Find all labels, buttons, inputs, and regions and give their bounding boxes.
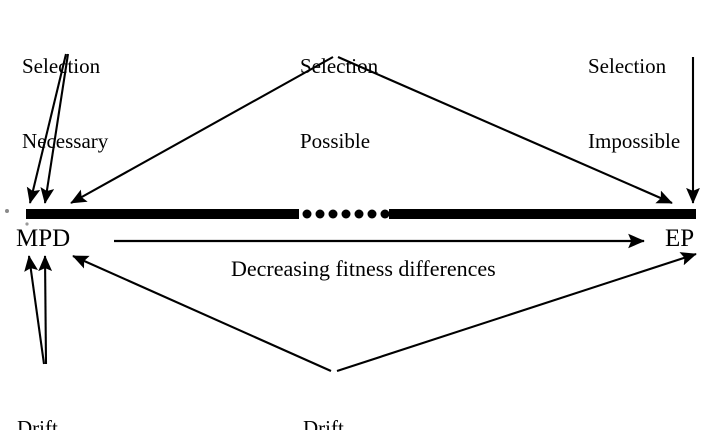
connector-drift-impossible-2 — [38, 255, 53, 365]
endpoint-label-ep: EP — [665, 225, 695, 252]
label-drift-possible: Drift Possible — [303, 366, 373, 430]
connector-drift-impossible-1 — [24, 255, 46, 365]
connector-selection-necessary-1 — [26, 53, 68, 204]
label-line-1: Drift — [17, 416, 58, 430]
label-line-1: Selection — [300, 54, 379, 78]
speck-dot-left — [5, 209, 9, 213]
axis-caption-decreasing-fitness-differences: Decreasing fitness differences — [231, 256, 496, 281]
label-line-1: Selection — [588, 54, 667, 78]
connector-drift-possible-left — [72, 255, 332, 372]
continuum-bar-dotted-gap — [302, 209, 390, 219]
speck-dot-under-bar — [25, 222, 29, 226]
label-line-2: Possible — [300, 129, 371, 153]
label-line-1: Selection — [22, 54, 101, 78]
label-line-2: Impossible — [588, 129, 681, 153]
label-line-1: Drift — [303, 416, 344, 430]
connector-drift-possible-right — [336, 252, 697, 372]
label-selection-possible: Selection Possible — [300, 4, 378, 204]
connector-selection-necessary-2 — [40, 53, 70, 204]
label-line-2: Necessary — [22, 129, 109, 153]
continuum-bar-right-segment — [389, 209, 696, 219]
label-drift-impossible: Drift Impossible — [17, 366, 109, 430]
connector-selection-possible-left — [70, 56, 334, 204]
label-selection-necessary: Selection Necessary — [22, 4, 108, 204]
continuum-bar-left-segment — [26, 209, 299, 219]
label-selection-impossible: Selection Impossible — [588, 4, 680, 204]
connector-selection-possible-right — [337, 56, 673, 204]
endpoint-label-mpd: MPD — [16, 225, 71, 252]
